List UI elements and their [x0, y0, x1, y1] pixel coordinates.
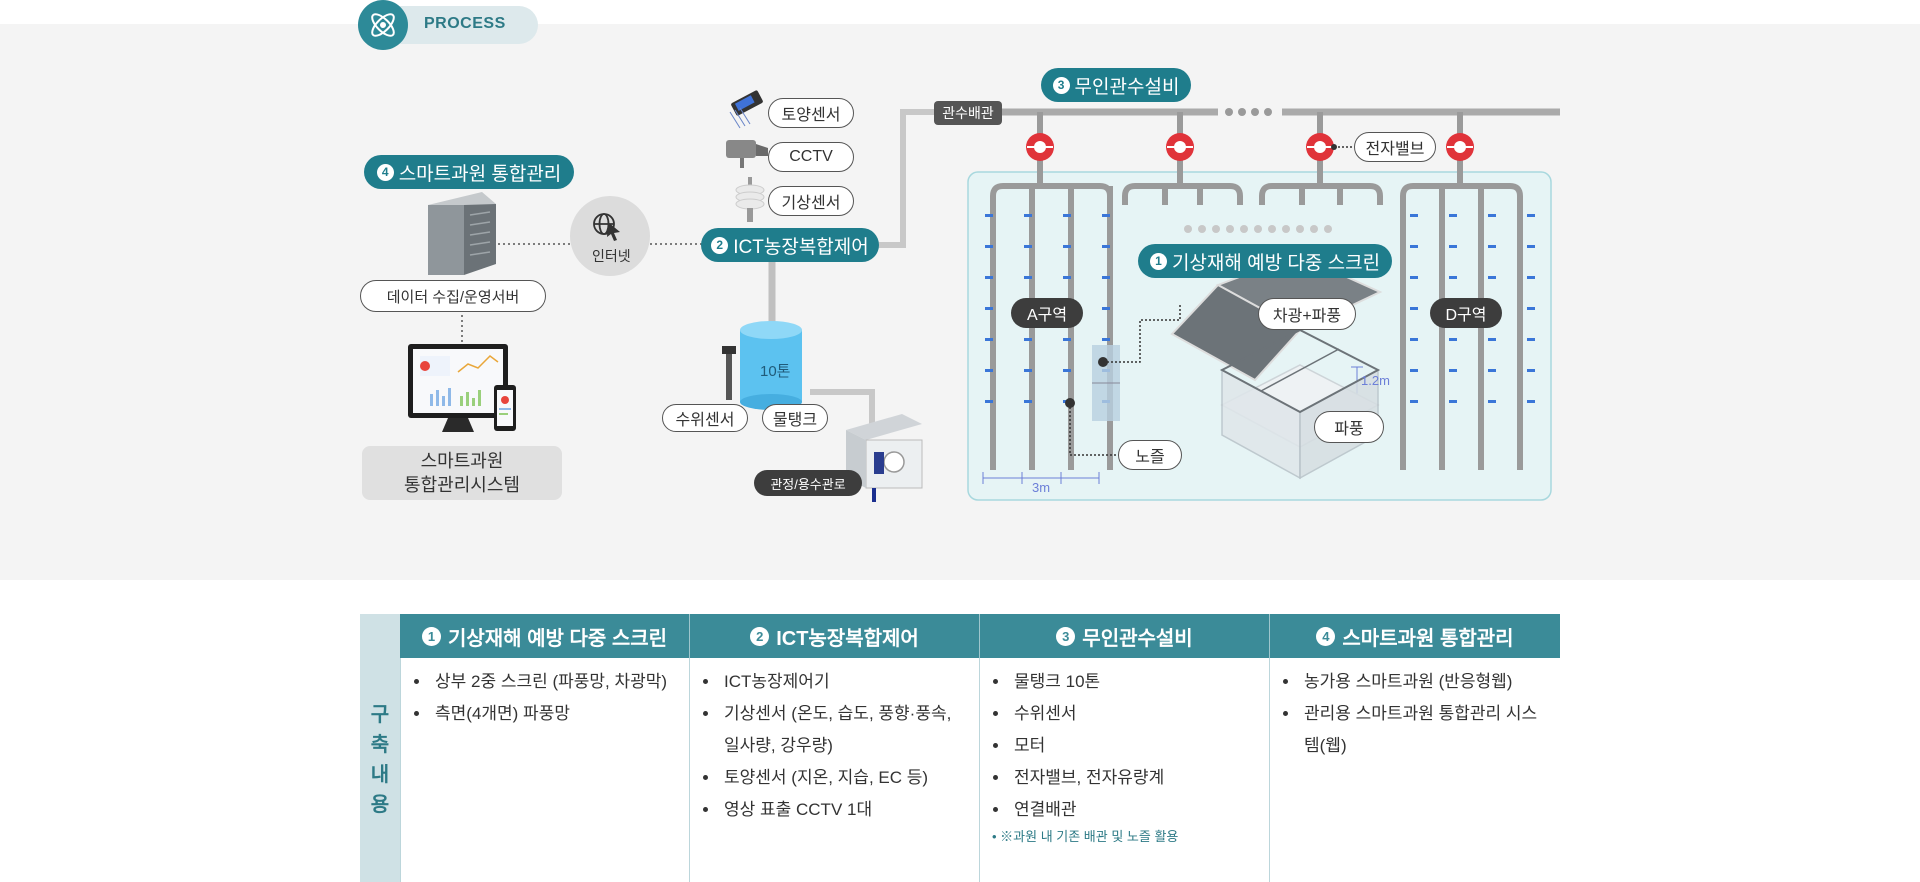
list-item: ICT농장제어기: [720, 666, 969, 698]
process-diagram: [408, 90, 1560, 502]
tank-well-pipe: [810, 389, 875, 425]
list-item: 토양센서 (지온, 지습, EC 등): [720, 762, 969, 794]
ict-main-pipe: [878, 109, 935, 248]
wind-label: 파풍: [1314, 411, 1384, 443]
list-item: 물탱크 10톤: [1010, 666, 1259, 698]
server-label: 데이터 수집/운영서버: [360, 280, 546, 312]
monitor-device: [408, 344, 516, 432]
list-item: 측면(4개면) 파풍망: [431, 698, 679, 730]
table-side-header: [360, 614, 400, 882]
shade-callout-line: [1103, 305, 1181, 363]
zone-d-pipes: [1400, 183, 1523, 470]
table-col-ict: ICT농장제어기 기상센서 (온도, 습도, 풍향·풍속, 일사량, 강우량) …: [690, 658, 980, 882]
cctv-device: [726, 140, 768, 168]
weather-sensor-device: [735, 177, 765, 222]
water-tank-label: 물탱크: [762, 404, 828, 432]
list-item: 관리용 스마트과원 통합관리 시스템(웹): [1300, 698, 1550, 762]
height-label: 1.2m: [1361, 373, 1390, 388]
cctv-label: CCTV: [768, 142, 854, 172]
tank-capacity-label: 10톤: [760, 363, 791, 380]
valve-label: 전자밸브: [1354, 132, 1436, 162]
well-label: 관정/용수관로: [754, 470, 862, 496]
table-col-irrigation: 물탱크 10톤 수위센서 모터 전자밸브, 전자유량계 연결배관 • ※과원 내…: [980, 658, 1270, 882]
list-item: 수위센서: [1010, 698, 1259, 730]
solenoid-valves: [1026, 133, 1474, 161]
process-label: PROCESS: [424, 15, 506, 32]
level-sensor: [722, 346, 736, 400]
list-item: 전자밸브, 전자유량계: [1010, 762, 1259, 794]
atom-icon: [358, 0, 408, 50]
shade-label: 차광+파풍: [1258, 298, 1356, 330]
spacing-label: 3m: [1032, 480, 1051, 495]
table-col-smart: 농가용 스마트과원 (반응형웹) 관리용 스마트과원 통합관리 시스템(웹): [1270, 658, 1560, 882]
server-rack: [428, 192, 496, 275]
list-item: 영상 표출 CCTV 1대: [720, 794, 969, 826]
internet-node: [570, 196, 650, 276]
soil-sensor-label: 토양센서: [768, 98, 854, 128]
pipe-label: 관수배관: [934, 101, 1002, 125]
list-item: 연결배관: [1010, 794, 1259, 826]
list-item: 상부 2중 스크린 (파풍망, 차광막): [431, 666, 679, 698]
water-tank: [740, 321, 802, 410]
table-col-screen: 상부 2중 스크린 (파풍망, 차광막) 측면(4개면) 파풍망: [400, 658, 690, 882]
list-item: 기상센서 (온도, 습도, 풍향·풍속, 일사량, 강우량): [720, 698, 969, 762]
zone-d-label: D구역: [1430, 298, 1502, 328]
level-sensor-label: 수위센서: [662, 404, 748, 432]
nozzle-callout-line: [1069, 403, 1120, 456]
middle-dots: [1184, 225, 1332, 233]
soil-sensor-device: [729, 90, 763, 129]
smart-mgmt-num: 4: [376, 163, 394, 181]
zone-a-label: A구역: [1011, 298, 1083, 328]
irrigation-num: 3: [1052, 76, 1070, 94]
well-pump: [846, 414, 923, 502]
table-side-label: 구 축 내 용: [370, 704, 390, 816]
table-note: • ※과원 내 기존 배관 및 노즐 활용: [992, 829, 1179, 844]
spacing-dimension: [982, 472, 1100, 484]
screen-num: 1: [1149, 252, 1167, 270]
list-item: 농가용 스마트과원 (반응형웹): [1300, 666, 1550, 698]
internet-label: 인터넷: [592, 248, 631, 264]
cursor-icon: [607, 222, 620, 241]
middle-pipes: [1122, 183, 1383, 205]
system-label: 스마트과원 통합관리시스템: [362, 446, 562, 500]
list-item: 모터: [1010, 730, 1259, 762]
ict-num: 2: [711, 236, 729, 254]
pipe-ellipsis: [1225, 108, 1272, 116]
nozzle-label: 노즐: [1118, 440, 1182, 470]
weather-sensor-label: 기상센서: [768, 186, 854, 216]
